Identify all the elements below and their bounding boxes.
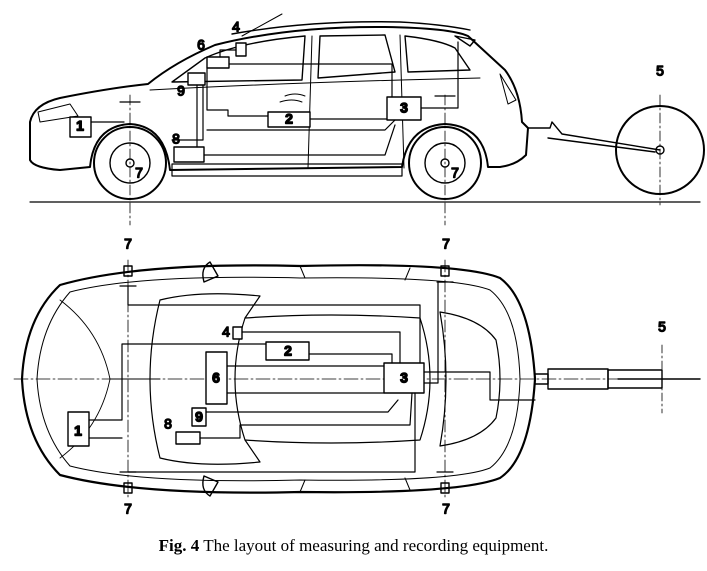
side-tow-bar <box>527 121 661 153</box>
top-tow-assembly <box>534 344 701 414</box>
top-box-8 <box>175 431 201 445</box>
side-label-7-rear: 7 <box>451 165 459 181</box>
side-label-3: 3 <box>400 100 408 116</box>
top-view: 1 2 3 6 9 4 8 5 7 7 7 7 <box>13 235 701 517</box>
figure-caption: Fig. 4 The layout of measuring and recor… <box>0 536 707 556</box>
top-label-3: 3 <box>400 370 408 386</box>
top-box-6 <box>205 351 228 405</box>
figure-caption-text: The layout of measuring and recording eq… <box>203 536 549 555</box>
top-label-7-fl: 7 <box>124 236 132 252</box>
side-box-1 <box>69 116 92 138</box>
top-wheel-marker-fl <box>123 265 133 277</box>
side-cables <box>90 41 459 156</box>
side-label-8: 8 <box>172 131 180 147</box>
side-belt-line <box>149 77 481 91</box>
side-door-line-front <box>307 35 313 169</box>
top-cables <box>88 281 536 473</box>
top-box-2 <box>265 341 310 361</box>
top-wheel-marker-rr <box>440 482 450 494</box>
top-label-4: 4 <box>222 324 230 340</box>
side-window-front <box>171 35 306 83</box>
top-windshield <box>149 293 261 465</box>
side-car-body <box>29 25 529 171</box>
top-wheel-marker-rl <box>440 265 450 277</box>
side-label-2: 2 <box>285 111 293 127</box>
figure-number: Fig. 4 <box>158 536 200 555</box>
top-mirror-left <box>202 261 219 283</box>
top-label-7-rl: 7 <box>442 236 450 252</box>
side-box-6 <box>206 56 230 69</box>
top-label-9: 9 <box>195 409 203 425</box>
side-box-9 <box>187 72 206 86</box>
side-label-4: 4 <box>232 19 240 35</box>
top-label-7-fr: 7 <box>124 501 132 517</box>
equipment-layout-diagram: 1 2 3 8 9 4 6 5 7 7 <box>13 13 705 517</box>
top-label-7-rr: 7 <box>442 501 450 517</box>
side-door-handles <box>279 93 306 103</box>
top-label-6: 6 <box>212 370 220 386</box>
top-roof <box>244 314 431 444</box>
top-label-8: 8 <box>164 416 172 432</box>
side-label-5: 5 <box>656 63 664 79</box>
side-window-quarter <box>404 35 471 73</box>
side-headlight <box>37 103 79 123</box>
top-box-1 <box>67 411 90 447</box>
top-rear-window <box>439 311 501 447</box>
side-roof-rail <box>231 21 471 35</box>
side-window-rear <box>317 34 396 79</box>
top-box-4 <box>232 326 243 340</box>
side-spoiler <box>454 35 476 47</box>
top-box-3 <box>383 362 425 394</box>
top-car-inner <box>36 276 521 482</box>
top-mirror-right <box>202 475 219 497</box>
side-box-4 <box>235 42 247 57</box>
top-car-body <box>20 264 537 494</box>
side-label-6: 6 <box>197 37 205 53</box>
side-view: 1 2 3 8 9 4 6 5 7 7 <box>29 13 705 226</box>
side-rocker-rail <box>171 163 403 177</box>
top-wheel-marker-fr <box>123 482 133 494</box>
side-label-1: 1 <box>76 118 84 134</box>
top-label-2: 2 <box>284 343 292 359</box>
side-box-8 <box>173 146 205 163</box>
side-taillight <box>499 73 517 105</box>
top-label-1: 1 <box>74 423 82 439</box>
top-door-lines <box>299 265 411 493</box>
top-label-5: 5 <box>658 319 666 335</box>
side-label-7-front: 7 <box>135 165 143 181</box>
side-antenna <box>241 13 283 37</box>
side-label-9: 9 <box>177 83 185 99</box>
top-box-9 <box>191 407 207 427</box>
